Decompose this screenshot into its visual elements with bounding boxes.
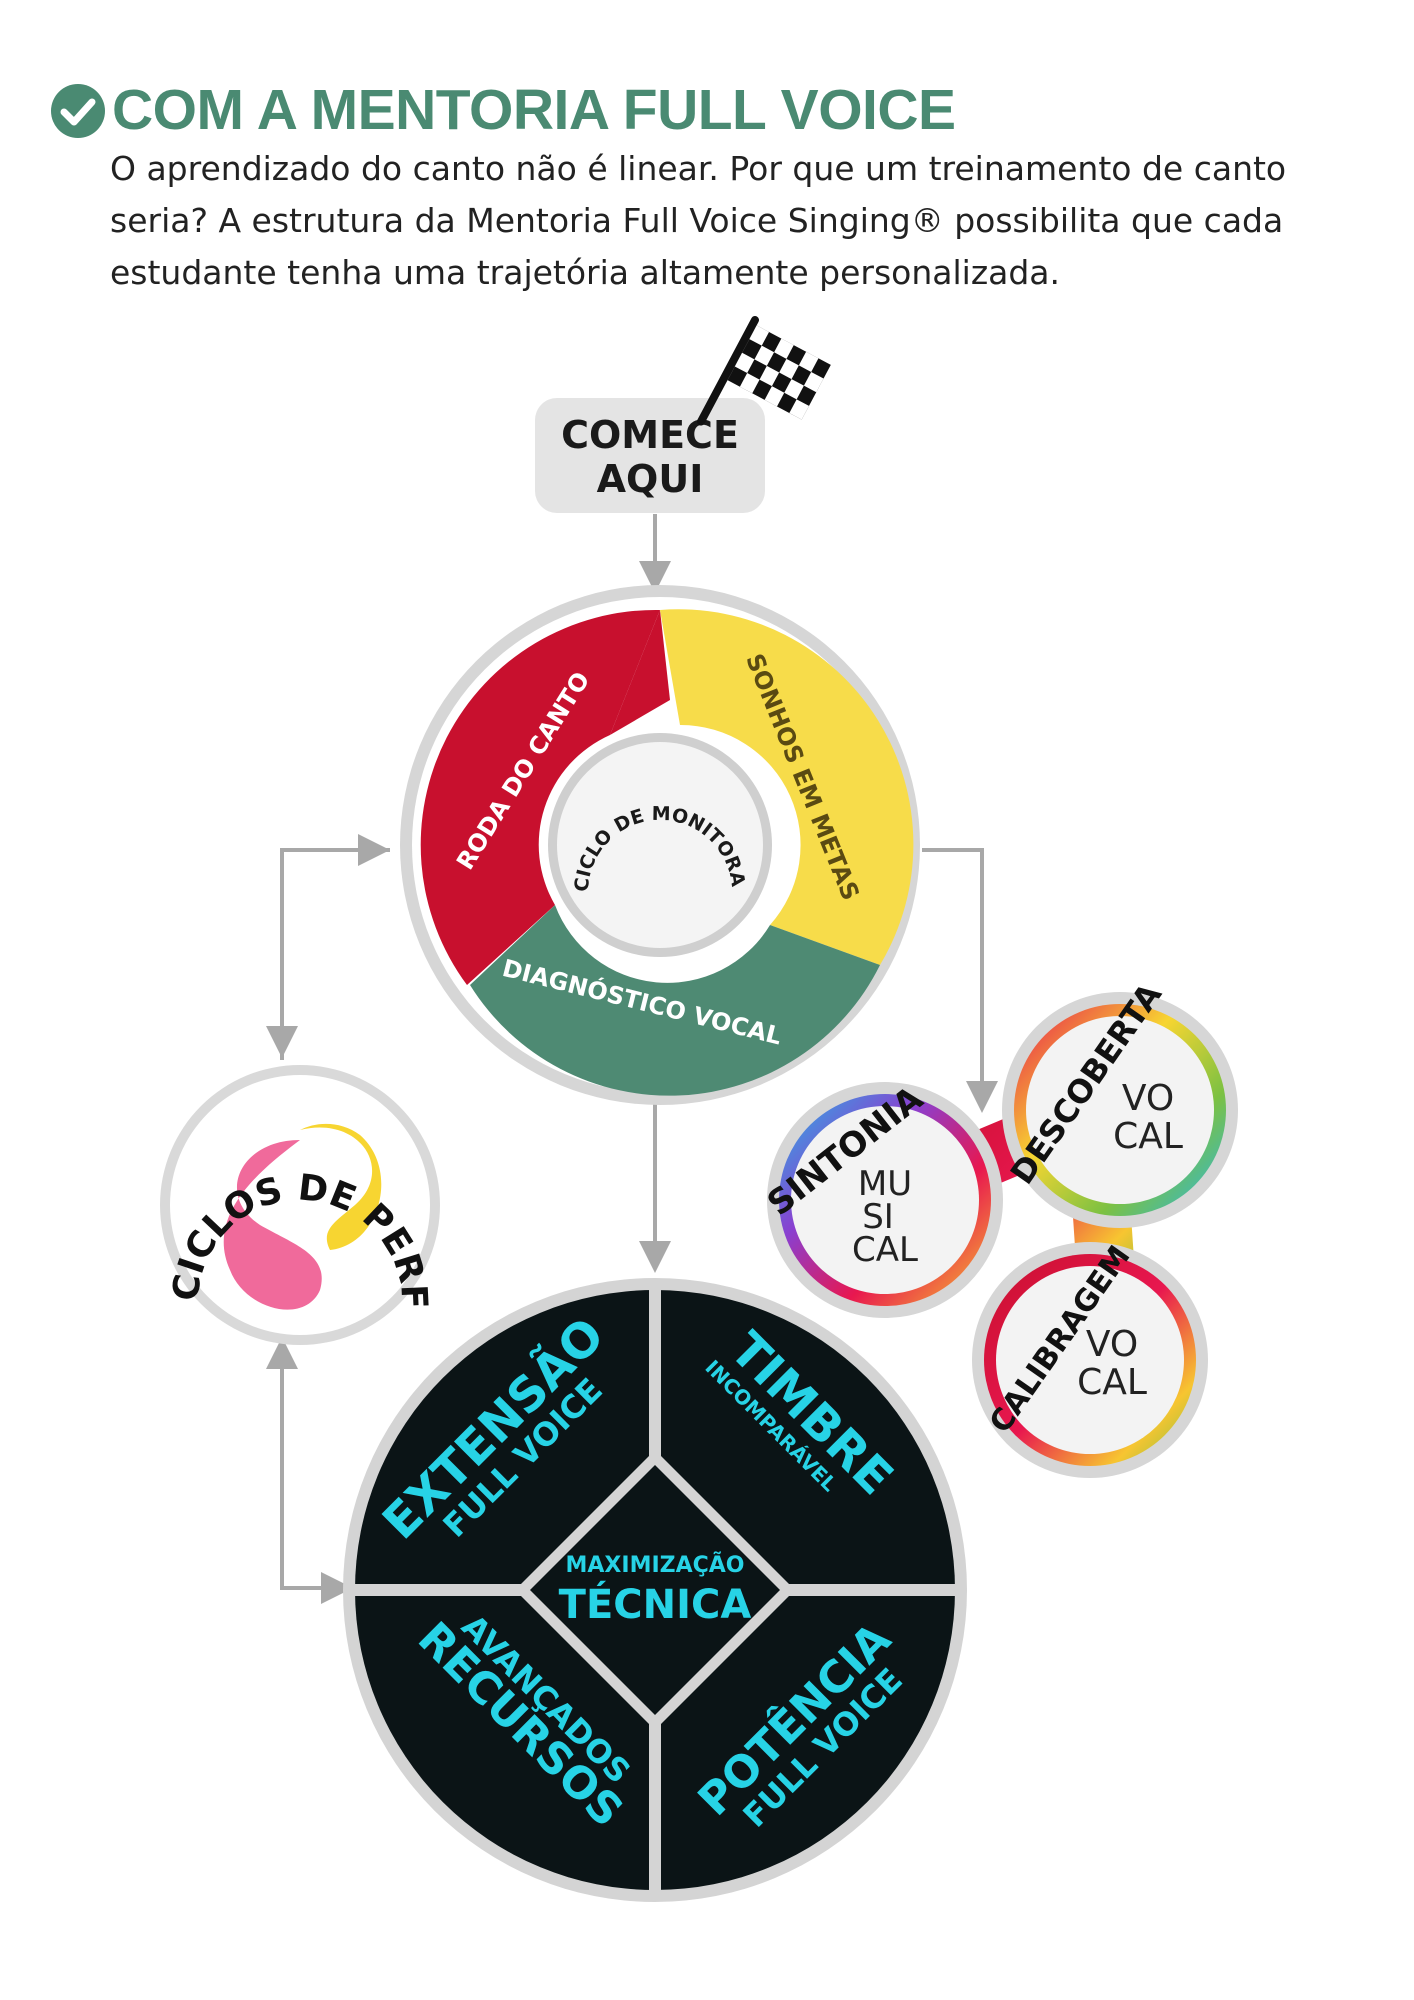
bubble-sintonia: SINTONIA MU SI CAL <box>760 1078 1003 1318</box>
calibragem-l2: CAL <box>1077 1362 1147 1403</box>
start-line1: COMECE <box>561 413 739 457</box>
intro-text: O aprendizado do canto não é linear. Por… <box>110 149 1287 292</box>
bubble-calibragem: CALIBRAGEM VO CAL <box>972 1240 1208 1478</box>
cycle-segment-red <box>420 609 660 985</box>
sintonia-l3: CAL <box>852 1230 918 1270</box>
connectors <box>266 514 998 1604</box>
check-circle-icon <box>51 83 105 138</box>
performance-cycles: CICLOS DE PERFORMANCE <box>0 0 440 1345</box>
start-box: COMECE AQUI <box>535 398 765 513</box>
checkered-flag-icon <box>697 316 831 426</box>
technique-center-1: MAXIMIZAÇÃO <box>566 1552 745 1578</box>
cycle-segment-yellow <box>660 609 914 965</box>
bubble-descoberta: DESCOBERTA VO CAL <box>1002 976 1238 1228</box>
calibragem-l1: VO <box>1086 1324 1138 1365</box>
technique-circle: MAXIMIZAÇÃO TÉCNICA EXTENSÃO FULL VOICE … <box>343 1278 967 1902</box>
sintonia-l2: SI <box>862 1197 894 1237</box>
start-line2: AQUI <box>597 457 704 501</box>
descoberta-l2: CAL <box>1113 1116 1183 1157</box>
technique-center-2: TÉCNICA <box>559 1580 752 1628</box>
descoberta-l1: VO <box>1122 1078 1174 1119</box>
cycle-segment-green <box>470 905 880 1096</box>
sintonia-l1: MU <box>858 1164 912 1204</box>
title-row: COM A MENTORIA FULL VOICE <box>50 82 1390 139</box>
performance-s-logo <box>223 1123 382 1310</box>
monitoring-cycle: CICLO DE MONITORAMENTO VOCAL RODA DO CAN… <box>0 0 920 1105</box>
header: COM A MENTORIA FULL VOICE O aprendizado … <box>50 82 1390 299</box>
page-title: COM A MENTORIA FULL VOICE <box>112 78 956 142</box>
trio-bubbles: SINTONIA MU SI CAL DESCOBERTA VO CAL CAL… <box>760 976 1238 1478</box>
